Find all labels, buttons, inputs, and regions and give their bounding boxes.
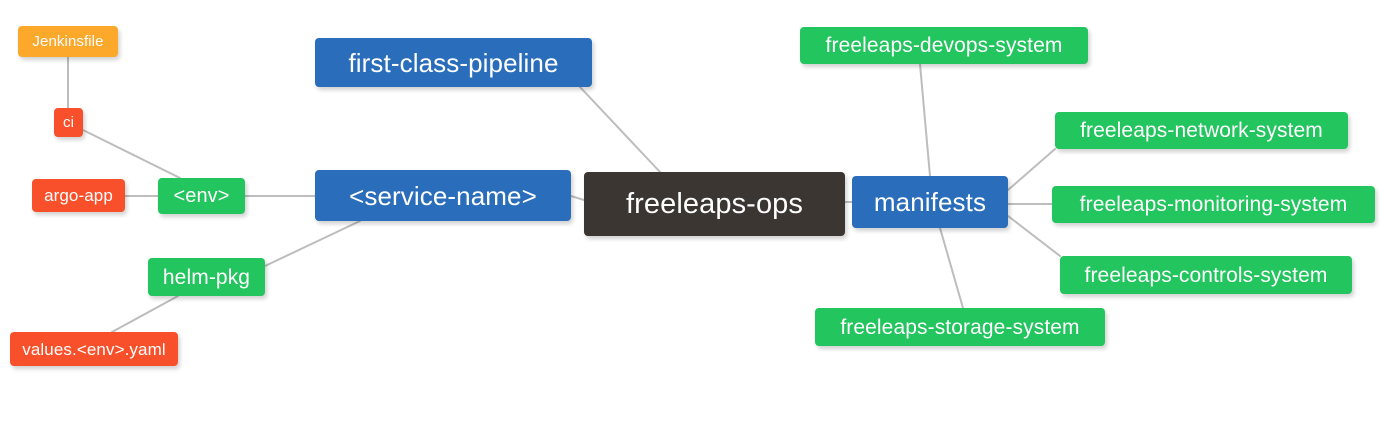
edge-manifests-to-freeleaps-network-system bbox=[1007, 148, 1056, 191]
node-freeleaps-ops[interactable]: freeleaps-ops bbox=[584, 172, 845, 236]
edge-freeleaps-ops-to-service-name bbox=[570, 195, 585, 201]
node-helm-pkg[interactable]: helm-pkg bbox=[148, 258, 265, 296]
node-freeleaps-devops-system[interactable]: freeleaps-devops-system bbox=[800, 27, 1088, 64]
node-ci[interactable]: ci bbox=[54, 108, 83, 137]
node-freeleaps-storage-system[interactable]: freeleaps-storage-system bbox=[815, 308, 1105, 346]
node-freeleaps-controls-system[interactable]: freeleaps-controls-system bbox=[1060, 256, 1352, 294]
node-argo-app[interactable]: argo-app bbox=[32, 179, 125, 212]
edge-env-to-ci bbox=[82, 129, 181, 179]
edge-helm-pkg-to-values-env-yaml bbox=[111, 295, 179, 333]
node-first-class-pipeline[interactable]: first-class-pipeline bbox=[315, 38, 592, 87]
node-manifests[interactable]: manifests bbox=[852, 176, 1008, 228]
edge-manifests-to-freeleaps-controls-system bbox=[1007, 215, 1061, 257]
edge-manifests-to-freeleaps-devops-system bbox=[919, 63, 931, 177]
edge-service-name-to-helm-pkg bbox=[264, 220, 361, 267]
node-freeleaps-monitoring-system[interactable]: freeleaps-monitoring-system bbox=[1052, 186, 1375, 223]
node-freeleaps-network-system[interactable]: freeleaps-network-system bbox=[1055, 112, 1348, 149]
node-env[interactable]: <env> bbox=[158, 178, 245, 214]
node-values-env-yaml[interactable]: values.<env>.yaml bbox=[10, 332, 178, 366]
node-service-name[interactable]: <service-name> bbox=[315, 170, 571, 221]
edge-freeleaps-ops-to-first-class-pipeline bbox=[579, 86, 661, 173]
node-jenkinsfile[interactable]: Jenkinsfile bbox=[18, 26, 118, 57]
edge-manifests-to-freeleaps-storage-system bbox=[939, 227, 964, 309]
